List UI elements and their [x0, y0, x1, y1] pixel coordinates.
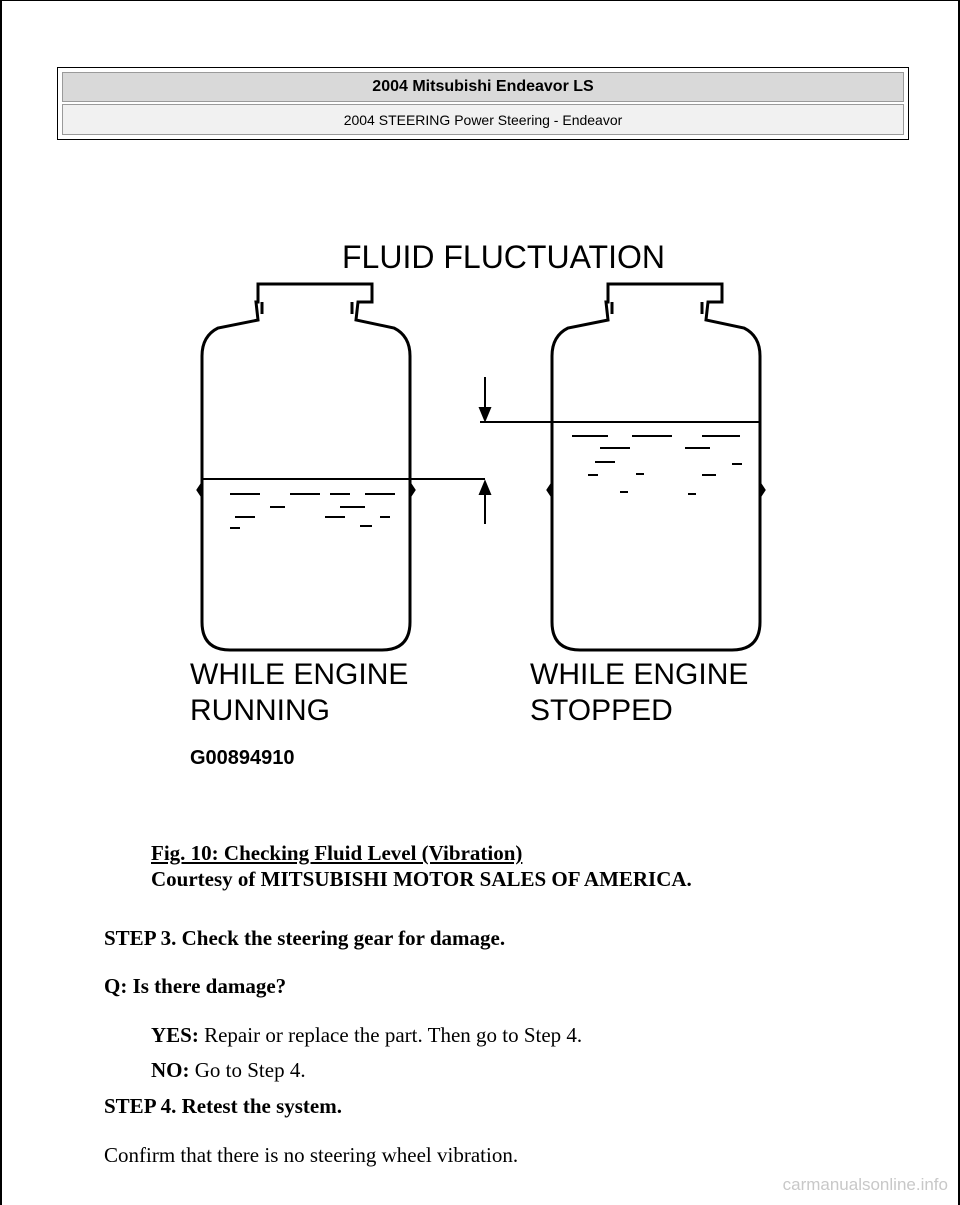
step-3-heading: STEP 3. Check the steering gear for dama…	[104, 926, 506, 950]
no-answer: NO: Go to Step 4.	[151, 1057, 306, 1083]
figure-caption-title: Fig. 10: Checking Fluid Level (Vibration…	[151, 841, 523, 865]
yes-text: Repair or replace the part. Then go to S…	[198, 1023, 583, 1047]
header-title: 2004 Mitsubishi Endeavor LS	[62, 72, 904, 102]
watermark: carmanualsonline.info	[782, 1175, 948, 1194]
right-label-line1: WHILE ENGINE	[530, 658, 748, 691]
left-reservoir	[196, 282, 416, 652]
no-label: NO:	[151, 1058, 190, 1082]
figure-heading: FLUID FLUCTUATION	[342, 239, 665, 275]
stopped-fluid-dashes	[572, 435, 742, 495]
no-text: Go to Step 4.	[189, 1058, 306, 1082]
left-label-line2: RUNNING	[190, 694, 330, 727]
reservoir-diagram: FLUID FLUCTUATION	[190, 239, 766, 769]
figure-code: G00894910	[190, 747, 295, 769]
yes-answer: YES: Repair or replace the part. Then go…	[151, 1022, 582, 1048]
question: Q: Is there damage?	[104, 974, 287, 998]
left-label-line1: WHILE ENGINE	[190, 658, 408, 691]
right-label-line2: STOPPED	[530, 694, 673, 727]
right-reservoir	[546, 282, 766, 652]
document-header: 2004 Mitsubishi Endeavor LS 2004 STEERIN…	[57, 67, 909, 140]
yes-label: YES:	[151, 1023, 199, 1047]
header-subtitle: 2004 STEERING Power Steering - Endeavor	[62, 104, 904, 135]
step-4-heading: STEP 4. Retest the system.	[104, 1094, 342, 1118]
fluid-fluctuation-figure: FLUID FLUCTUATION	[180, 232, 800, 792]
confirm-text: Confirm that there is no steering wheel …	[104, 1143, 519, 1167]
running-fluid-dashes	[230, 493, 395, 529]
fluctuation-arrows	[478, 377, 492, 524]
figure-caption: Fig. 10: Checking Fluid Level (Vibration…	[151, 840, 692, 892]
figure-caption-credit: Courtesy of MITSUBISHI MOTOR SALES OF AM…	[151, 867, 692, 891]
